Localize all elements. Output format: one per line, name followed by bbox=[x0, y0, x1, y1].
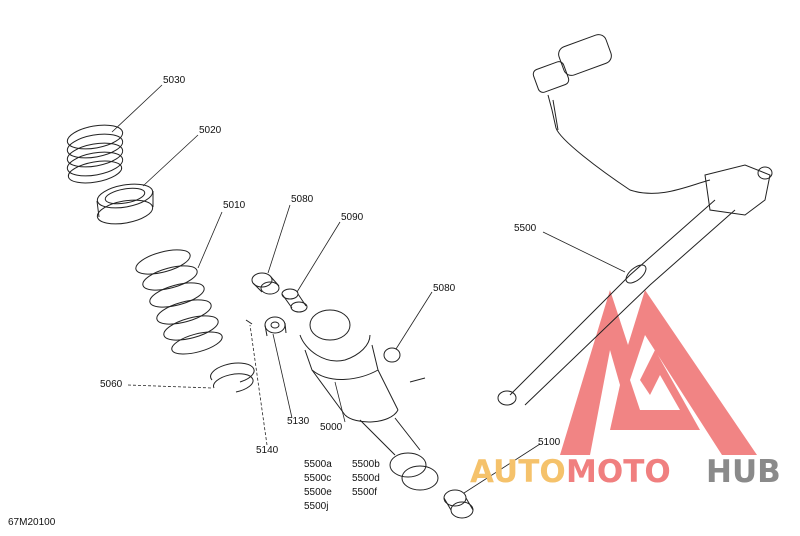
part-label-5000: 5000 bbox=[320, 422, 343, 433]
part-label-5080-right: 5080 bbox=[433, 283, 456, 294]
retaining-clip-5060 bbox=[210, 362, 255, 393]
part-label-5100: 5100 bbox=[538, 437, 561, 448]
variant-label-5500c: 5500c bbox=[304, 473, 332, 484]
diagram-code: 67M20100 bbox=[8, 517, 56, 528]
variant-label-5500d: 5500d bbox=[352, 473, 380, 484]
variant-label-5500f: 5500f bbox=[352, 487, 378, 498]
part-label-5090: 5090 bbox=[341, 212, 364, 223]
variant-label-5500b: 5500b bbox=[352, 459, 380, 470]
spring-seat-5030 bbox=[66, 124, 124, 184]
watermark-logo-icon bbox=[560, 290, 757, 455]
collar-5020 bbox=[96, 183, 154, 225]
part-label-5130: 5130 bbox=[287, 416, 310, 427]
shock-absorber-5000 bbox=[299, 309, 439, 491]
watermark-hub: HUB bbox=[706, 454, 781, 490]
bushing-5080-left bbox=[251, 272, 280, 295]
reservoir-5500 bbox=[497, 34, 773, 406]
part-label-5140: 5140 bbox=[256, 445, 279, 456]
variant-label-5500j: 5500j bbox=[304, 501, 329, 512]
watermark-auto: AUTO bbox=[470, 454, 566, 490]
part-label-5060: 5060 bbox=[100, 379, 123, 390]
part-label-5080-left: 5080 bbox=[291, 194, 314, 205]
valve-5130 bbox=[264, 316, 287, 337]
main-spring-5010 bbox=[135, 249, 223, 355]
variant-label-5500e: 5500e bbox=[304, 487, 332, 498]
sleeve-5090 bbox=[281, 288, 308, 313]
watermark-moto: MOTO bbox=[566, 454, 671, 490]
bushing-5100 bbox=[443, 489, 474, 519]
leader-lines bbox=[111, 84, 626, 494]
part-label-5010: 5010 bbox=[223, 200, 246, 211]
part-label-5030: 5030 bbox=[163, 75, 186, 86]
pin-5140 bbox=[245, 319, 253, 325]
variant-label-5500a: 5500a bbox=[304, 459, 332, 470]
part-label-5020: 5020 bbox=[199, 125, 222, 136]
part-label-5500: 5500 bbox=[514, 223, 537, 234]
